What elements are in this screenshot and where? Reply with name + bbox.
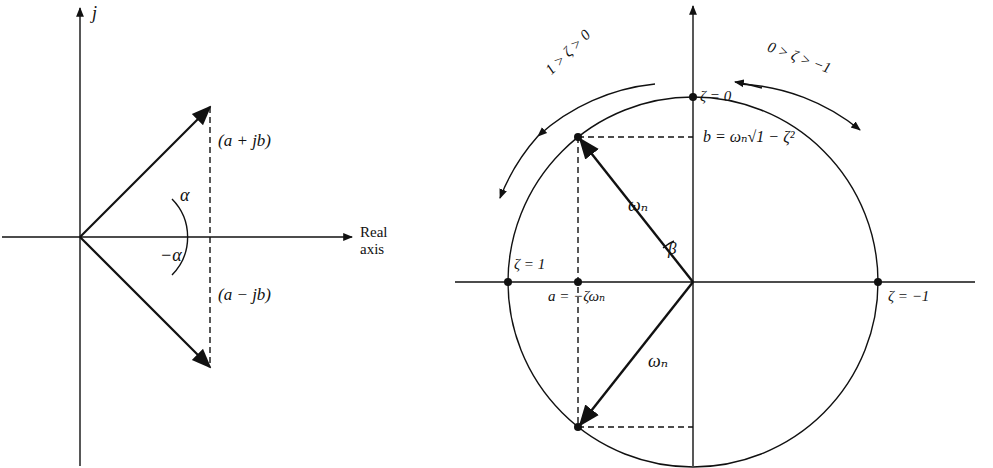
axis-label: Real axis — [360, 224, 410, 257]
magnitude-label: ωₙ — [628, 196, 648, 216]
damping-label: ζ = −1 — [888, 288, 929, 305]
axis-label: j — [92, 4, 97, 24]
angle-label: β — [668, 240, 676, 259]
magnitude-label: ωₙ — [648, 352, 668, 372]
damping-label: ζ = 0 — [700, 88, 731, 105]
vector-label: (a − jb) — [218, 286, 271, 305]
angle-label: −α — [160, 246, 182, 266]
real-part: a = −ζωₙ — [548, 288, 605, 305]
damping-range: 1 > ζ > 0 — [542, 27, 593, 78]
imaginary-part: b = ωₙ√1 − ζ² — [703, 128, 794, 146]
vector-label: (a + jb) — [218, 132, 271, 151]
damping-range: 0 > ζ > −1 — [765, 38, 833, 76]
angle-label: α — [180, 186, 189, 206]
damping-label: ζ = 1 — [514, 256, 545, 273]
